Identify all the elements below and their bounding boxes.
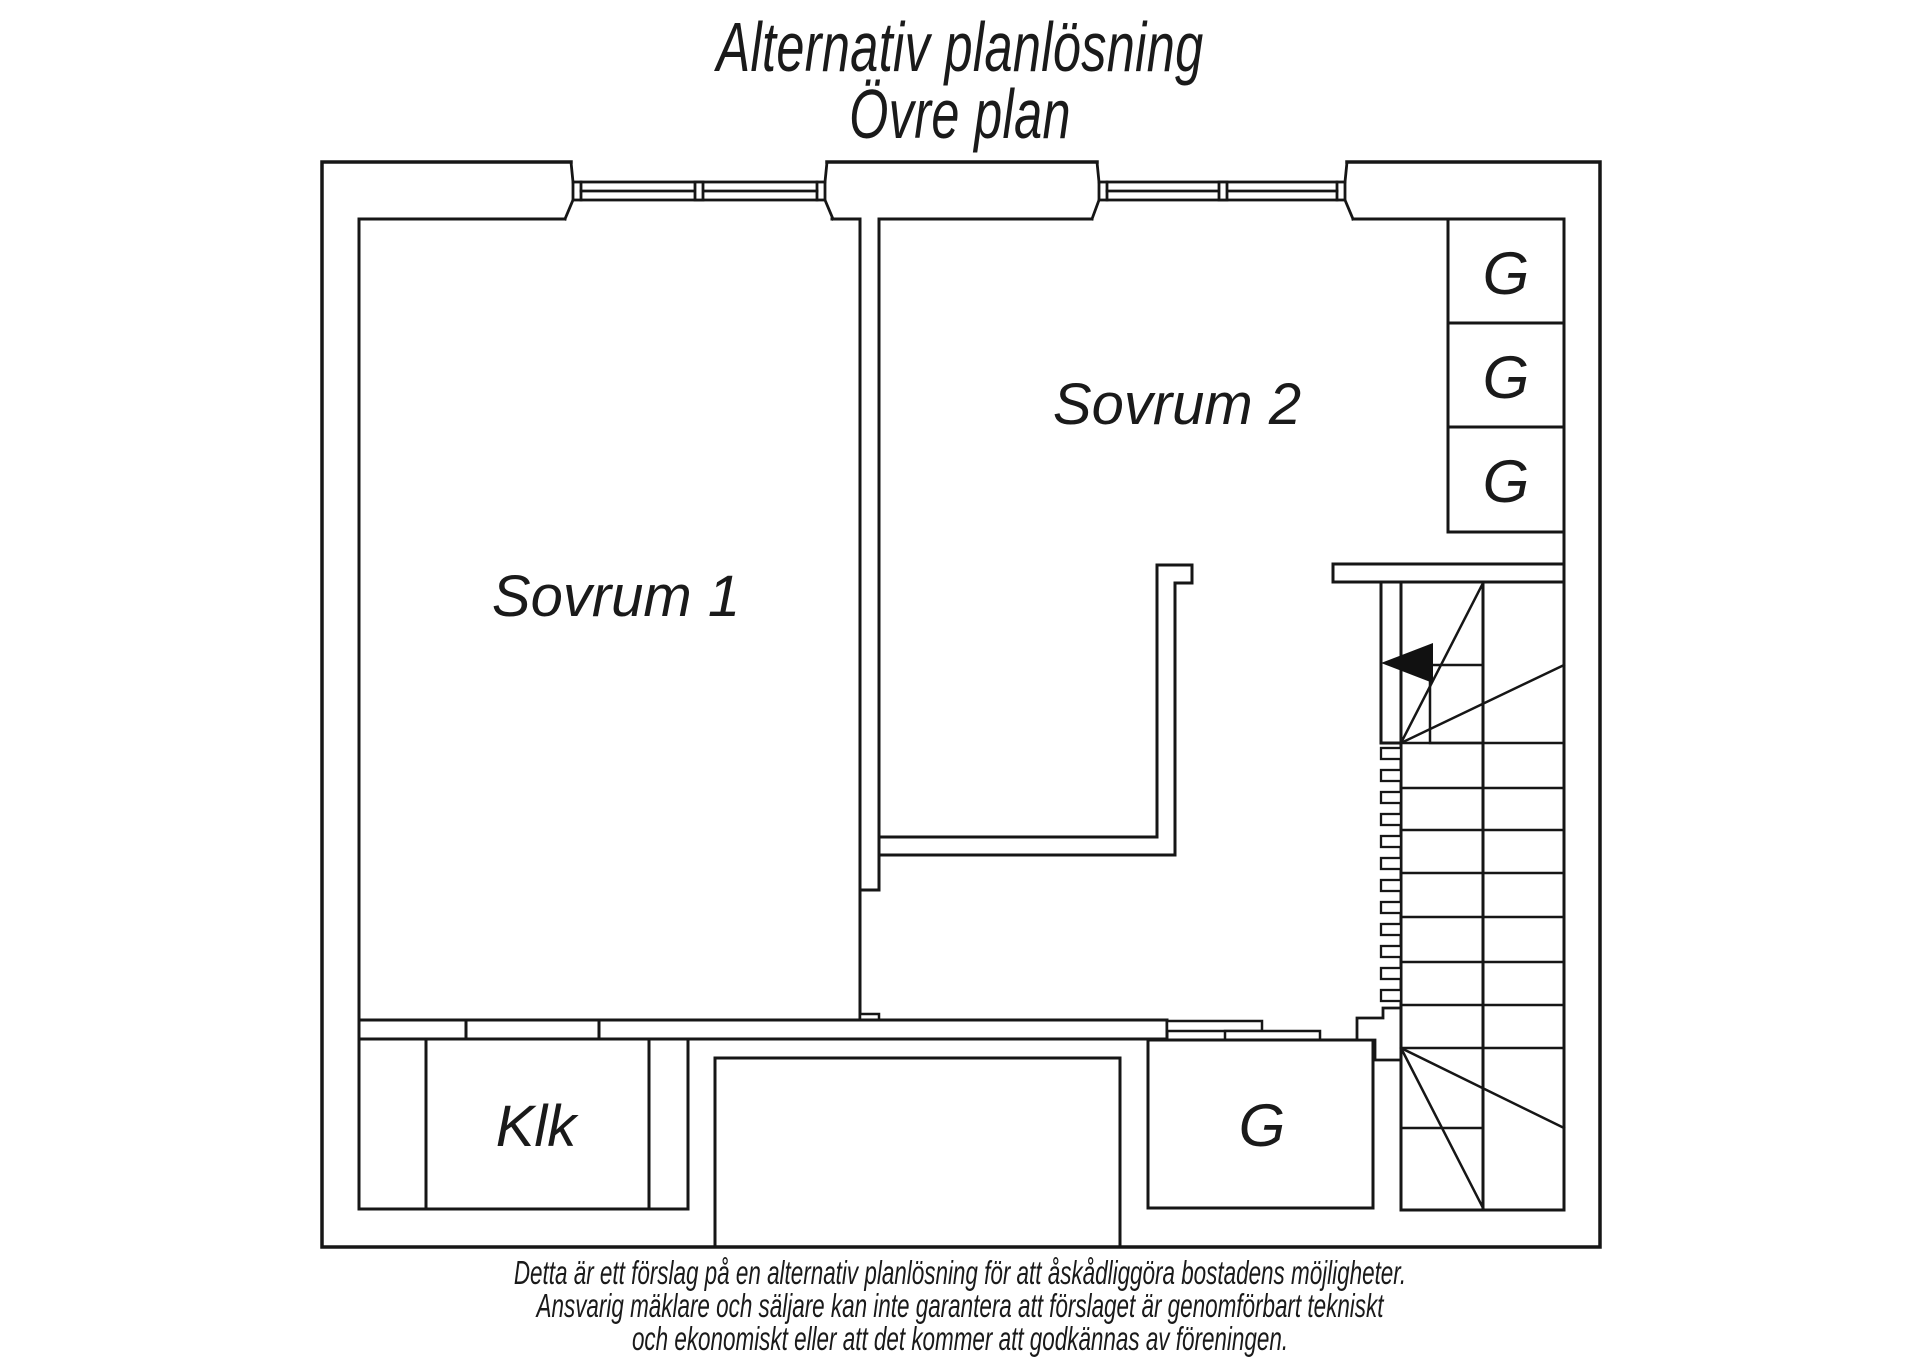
window-2-icon <box>1090 160 1355 221</box>
wardrobe-column <box>1446 217 1566 534</box>
stair-rail <box>1331 562 1566 584</box>
label-wardrobe-bottom: G <box>1239 1092 1286 1159</box>
void-opening <box>713 1056 1122 1249</box>
staircase <box>1331 562 1566 1212</box>
klk-closet <box>357 1037 690 1211</box>
page-title: Alternativ planlösning Övre plan <box>269 8 1651 153</box>
page-title-line2: Övre plan <box>849 75 1071 153</box>
label-sovrum-2: Sovrum 2 <box>1053 372 1301 437</box>
label-klk: Klk <box>496 1094 580 1159</box>
label-sovrum-1: Sovrum 1 <box>492 564 740 629</box>
outer-wall <box>320 160 1602 1249</box>
disclaimer-line3: och ekonomiskt eller att det kommer att … <box>631 1320 1289 1357</box>
label-wardrobe-2: G <box>1483 344 1530 411</box>
window-1-icon <box>563 160 835 221</box>
stair-treads <box>1399 741 1566 1050</box>
disclaimer-text: Detta är ett förslag på en alternativ pl… <box>307 1256 1613 1355</box>
stair-direction-arrow-icon <box>1381 643 1433 683</box>
stair-jamb-wall <box>1355 1006 1403 1062</box>
page-title-line1: Alternativ planlösning <box>716 8 1204 86</box>
label-wardrobe-3: G <box>1483 448 1530 515</box>
sliding-door-icons <box>1165 1019 1322 1042</box>
label-wardrobe-1: G <box>1483 240 1530 307</box>
divider-wall <box>858 217 881 892</box>
stair-baluster-ticks <box>1379 746 1403 1003</box>
bottom-wall-band <box>357 1018 1169 1041</box>
disclaimer-line2: Ansvarig mäklare och säljare kan inte ga… <box>536 1287 1384 1324</box>
disclaimer-line1: Detta är ett förslag på en alternativ pl… <box>513 1254 1407 1291</box>
sovrum2-partition-wall <box>877 563 1194 857</box>
g-closet-bottom-outline <box>1146 1038 1375 1210</box>
